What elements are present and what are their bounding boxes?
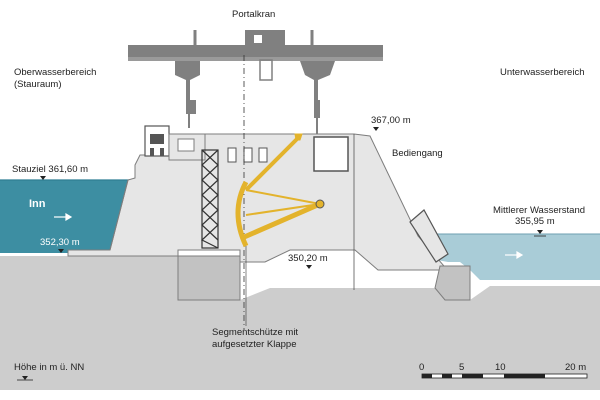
scale-tick-20: 20 m (565, 362, 587, 373)
unterwasser-label: Unterwasserbereich (500, 67, 585, 78)
level-marker-sill (306, 265, 312, 269)
machine-house-detail (150, 148, 154, 156)
gate-label-line2: aufgesetzter Klappe (212, 339, 297, 350)
pier-opening-1 (227, 147, 237, 163)
flow-arrow-upstream (54, 212, 73, 222)
bediengang-label: Bediengang (392, 148, 443, 159)
level-marker-mittlerer (537, 230, 543, 234)
stoplog-lattice-tower (200, 149, 219, 249)
downstream-apron (434, 265, 471, 301)
machine-house-detail-2 (160, 148, 164, 156)
level-marker-crest (373, 127, 379, 131)
oberwasser-label-line2: (Stauraum) (14, 79, 62, 90)
gate-label-line1: Segmentschütze mit (212, 327, 299, 338)
downstream-flap (409, 209, 449, 263)
segment-gate (235, 133, 325, 248)
portal-crane (128, 30, 383, 134)
datum-label: Höhe in m ü. NN (14, 362, 85, 373)
riverbed-ground (0, 256, 600, 390)
dam-pier-body (67, 133, 445, 271)
river-label: Inn (29, 198, 46, 210)
machine-house-window (150, 134, 164, 144)
level-marker-stauziel (40, 176, 46, 180)
level-marker-upstream-bed (58, 249, 64, 253)
mittlerer-label-line1: Mittlerer Wasserstand (493, 205, 586, 216)
deck-opening (177, 138, 195, 152)
mittlerer-label-line2: 355,95 m (515, 216, 555, 227)
scale-tick-10: 10 (495, 362, 506, 373)
scale-tick-5: 5 (459, 362, 465, 373)
crest-level-label: 367,00 m (371, 115, 411, 126)
portalkran-label: Portalkran (232, 9, 276, 20)
foundation-block (177, 255, 241, 301)
flow-arrow-downstream (505, 250, 524, 260)
pier-opening-3 (258, 147, 268, 163)
stauziel-label: Stauziel 361,60 m (12, 164, 89, 175)
scale-tick-0: 0 (419, 362, 425, 373)
sill-level-label: 350,20 m (288, 253, 328, 264)
upstream-bed-label: 352,30 m (40, 237, 80, 248)
pier-opening-2 (243, 147, 253, 163)
upstream-slope (109, 179, 129, 251)
oberwasser-label-line1: Oberwasserbereich (14, 67, 97, 78)
service-gallery (313, 136, 349, 172)
scale-bar (421, 373, 588, 379)
datum-marker (22, 376, 28, 380)
